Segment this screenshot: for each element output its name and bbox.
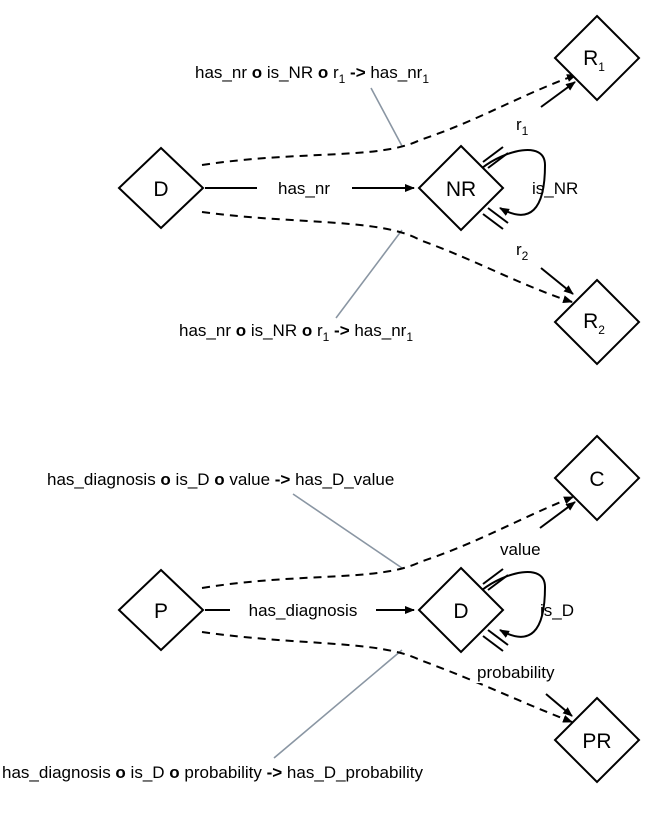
chain2-top-connector [292, 493, 403, 569]
edge-label-is-nr: is_NR [532, 179, 578, 198]
node-d2-shape [417, 566, 505, 654]
node-p-shape [117, 568, 205, 652]
edge-r1 [540, 81, 576, 108]
nr-tick-2 [487, 152, 509, 169]
d-tick-2 [487, 574, 509, 591]
node-p-label: P [154, 600, 168, 623]
node-r1-shape [553, 14, 641, 102]
chain2-bottom-connector [273, 649, 403, 759]
edge-label-probability: probability [477, 663, 555, 682]
node-nr-label: NR [446, 178, 476, 201]
node-r1-label: R1 [583, 47, 605, 74]
edge-label-probability-bg [474, 661, 548, 683]
diagram-1: D NR R1 R2 has_nr is_NR r1 r2 has_nr o i… [117, 14, 641, 366]
node-nr-shape [417, 144, 505, 232]
nr-tick-1 [482, 146, 504, 163]
edge-label-r1: r1 [516, 115, 529, 138]
node-d-label: D [153, 178, 168, 201]
node-r2-label: R2 [583, 310, 605, 337]
chain-bottom-text: has_nr o is_NR o r1 -> has_nr1 [179, 321, 413, 344]
edge-probability [545, 693, 573, 717]
edge-r2 [540, 267, 574, 295]
edge-label-value: value [500, 540, 541, 559]
chain-top-text: has_nr o is_NR o r1 -> has_nr1 [195, 63, 429, 86]
edge-label-has-nr: has_nr [278, 179, 330, 198]
node-d2-label: D [453, 600, 468, 623]
chain2-bottom-text: has_diagnosis o is_D o probability -> ha… [2, 763, 424, 782]
edge-label-is-d: is_D [540, 601, 574, 620]
node-c-shape [553, 434, 641, 522]
d-tick-1 [482, 568, 504, 585]
node-d-shape [117, 146, 205, 230]
node-pr-shape [553, 696, 641, 784]
chain-top-connector [370, 87, 403, 147]
node-c-label: C [589, 468, 604, 491]
d-tick-4 [487, 629, 509, 646]
edge-label-has-diagnosis: has_diagnosis [249, 601, 358, 620]
diagram-2: P D C PR has_diagnosis value is_D probab… [2, 434, 641, 784]
nr-tick-3 [482, 213, 504, 230]
edge-value [539, 501, 576, 529]
node-r2-shape [553, 278, 641, 366]
d-tick-3 [482, 635, 504, 652]
chain-bottom-connector [335, 229, 403, 319]
chain2-top-text: has_diagnosis o is_D o value -> has_D_va… [47, 470, 394, 489]
edge-label-r2: r2 [516, 240, 529, 263]
nr-tick-4 [487, 207, 509, 224]
node-pr-label: PR [582, 730, 611, 753]
